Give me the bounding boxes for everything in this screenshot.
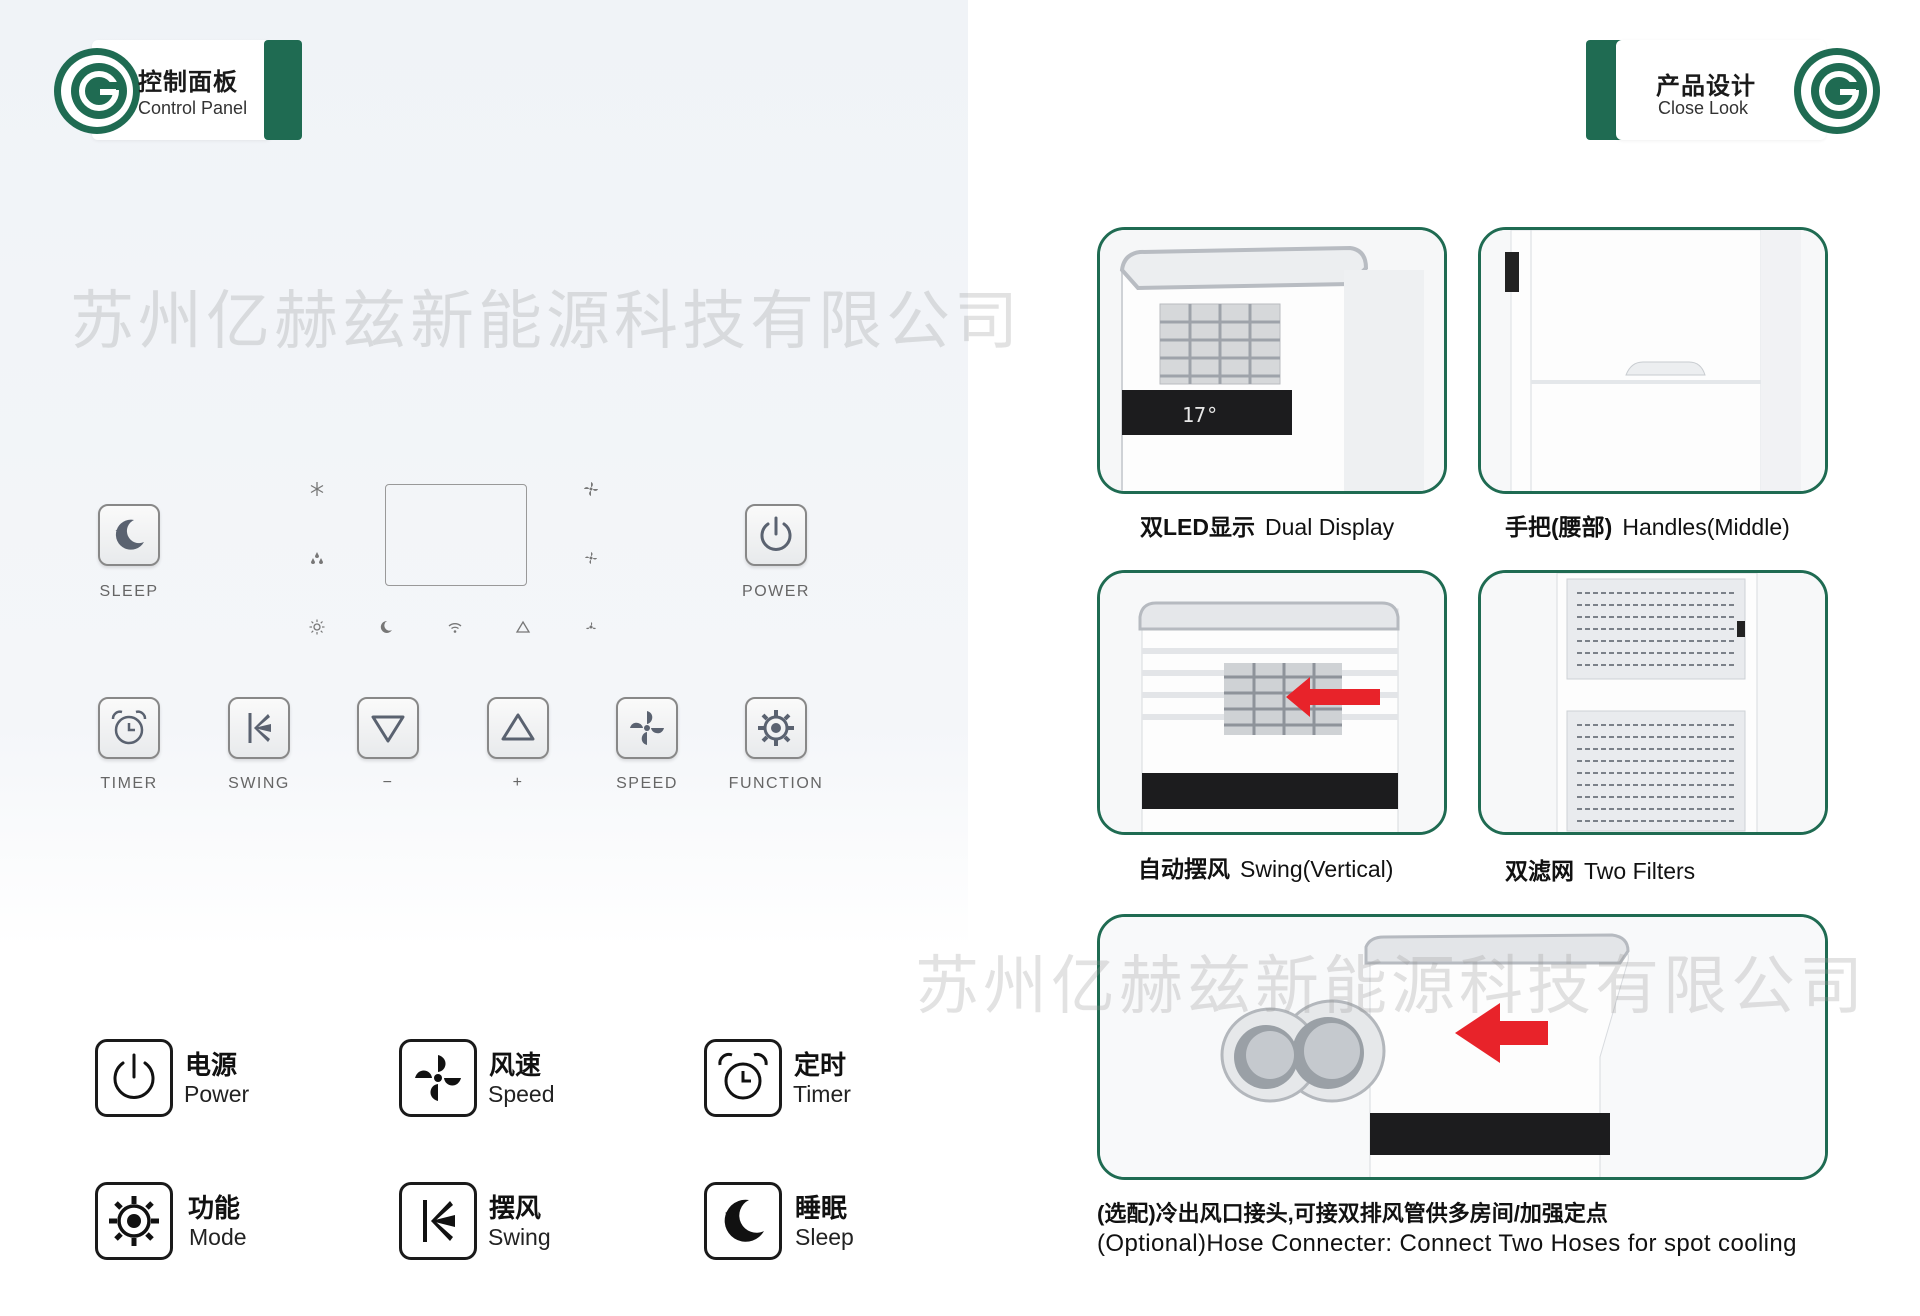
legend-mode-cn: 功能 bbox=[188, 1193, 241, 1223]
hose-connecter-photo bbox=[1097, 914, 1828, 1180]
display-reading: 17° bbox=[1182, 403, 1218, 427]
power-icon bbox=[760, 516, 792, 551]
sleep-label: SLEEP bbox=[99, 583, 159, 600]
swing-photo bbox=[1097, 570, 1447, 835]
led-display-window bbox=[385, 484, 527, 586]
fan-icon bbox=[415, 1055, 461, 1101]
air-conditioner-top-image: 17° bbox=[1100, 230, 1444, 491]
two-filters-en: Two Filters bbox=[1584, 858, 1696, 884]
hose-caption-en: (Optional)Hose Connecter: Connect Two Ho… bbox=[1097, 1230, 1797, 1257]
swing-label: SWING bbox=[228, 775, 290, 792]
fan-icon bbox=[630, 711, 664, 745]
air-conditioner-side-image bbox=[1481, 230, 1825, 491]
dual-display-cn: 双LED显示 bbox=[1140, 514, 1255, 540]
handles-cn: 手把(腰部) bbox=[1505, 514, 1613, 540]
legend-sleep-en: Sleep bbox=[795, 1224, 854, 1250]
legend-power-box bbox=[95, 1039, 173, 1117]
legend-power-cn: 电源 bbox=[185, 1050, 238, 1080]
brand-logo-icon bbox=[1794, 48, 1880, 134]
brand-logo-icon bbox=[54, 48, 140, 134]
triangle-indicator-icon bbox=[515, 619, 531, 635]
plus-label: + bbox=[512, 774, 524, 791]
fan-mid-indicator-icon bbox=[583, 550, 599, 566]
swing-icon bbox=[248, 713, 271, 743]
legend-speed-cn: 风速 bbox=[489, 1050, 542, 1080]
swing-button[interactable] bbox=[228, 697, 290, 759]
legend-swing-en: Swing bbox=[488, 1224, 551, 1250]
two-filters-cn: 双滤网 bbox=[1505, 858, 1574, 884]
dehumidify-indicator-icon bbox=[309, 550, 325, 566]
moon-indicator-icon bbox=[378, 619, 394, 635]
left-background bbox=[0, 0, 968, 1316]
gear-icon bbox=[109, 1196, 159, 1246]
power-icon bbox=[113, 1053, 155, 1099]
legend-speed-box bbox=[399, 1039, 477, 1117]
moon-icon bbox=[115, 519, 144, 550]
fan-high-indicator-icon bbox=[583, 481, 599, 497]
moon-icon bbox=[724, 1199, 764, 1242]
legend-sleep-box bbox=[704, 1182, 782, 1260]
legend-timer-box bbox=[704, 1039, 782, 1117]
alarm-clock-icon bbox=[718, 1052, 768, 1100]
two-filters-caption: 双滤网 Two Filters bbox=[1505, 852, 1695, 886]
legend-swing-cn: 摆风 bbox=[489, 1193, 542, 1223]
wifi-indicator-icon bbox=[447, 619, 463, 635]
legend-sleep-cn: 睡眠 bbox=[795, 1193, 848, 1223]
function-label: FUNCTION bbox=[728, 775, 824, 792]
fan-low-indicator-icon bbox=[583, 619, 599, 635]
power-button[interactable] bbox=[745, 504, 807, 566]
triangle-down-icon bbox=[371, 715, 405, 743]
snowflake-indicator-icon bbox=[309, 481, 325, 497]
alarm-clock-icon bbox=[111, 710, 147, 745]
speed-label: SPEED bbox=[616, 775, 678, 792]
badge-title-cn: 产品设计 bbox=[1656, 73, 1756, 100]
minus-label: − bbox=[382, 774, 394, 791]
minus-button[interactable] bbox=[357, 697, 419, 759]
function-button[interactable] bbox=[745, 697, 807, 759]
badge-accent-bar bbox=[264, 40, 302, 140]
handles-en: Handles(Middle) bbox=[1622, 514, 1790, 540]
badge-title-en: Close Look bbox=[1658, 98, 1749, 118]
handles-caption: 手把(腰部) Handles(Middle) bbox=[1505, 508, 1790, 542]
dual-display-caption: 双LED显示 Dual Display bbox=[1140, 508, 1394, 542]
close-look-badge: 产品设计 Close Look bbox=[1586, 40, 1886, 140]
legend-speed-en: Speed bbox=[488, 1081, 555, 1107]
plus-button[interactable] bbox=[487, 697, 549, 759]
swing-caption: 自动摆风 Swing(Vertical) bbox=[1138, 850, 1393, 884]
gear-icon bbox=[758, 710, 794, 746]
power-label: POWER bbox=[742, 583, 810, 600]
two-filters-photo bbox=[1478, 570, 1828, 835]
dual-display-photo: 17° bbox=[1097, 227, 1447, 494]
air-conditioner-swing-image bbox=[1100, 573, 1444, 832]
badge-title-cn: 控制面板 bbox=[138, 69, 238, 96]
air-conditioner-back-image bbox=[1481, 573, 1825, 832]
timer-label: TIMER bbox=[100, 775, 158, 792]
legend-timer-cn: 定时 bbox=[794, 1050, 847, 1080]
legend-mode-en: Mode bbox=[189, 1224, 247, 1250]
control-panel-badge: 控制面板 Control Panel bbox=[52, 40, 302, 140]
air-conditioner-hose-image bbox=[1100, 917, 1825, 1177]
legend-mode-box bbox=[95, 1182, 173, 1260]
handles-photo bbox=[1478, 227, 1828, 494]
swing-en: Swing(Vertical) bbox=[1240, 856, 1394, 882]
legend-timer-en: Timer bbox=[793, 1081, 851, 1107]
dual-display-en: Dual Display bbox=[1265, 514, 1395, 540]
speed-button[interactable] bbox=[616, 697, 678, 759]
triangle-up-icon bbox=[501, 713, 535, 741]
legend-swing-box bbox=[399, 1182, 477, 1260]
legend-power-en: Power bbox=[184, 1081, 250, 1107]
hose-caption-cn: (选配)冷出风口接头,可接双排风管供多房间/加强定点 bbox=[1097, 1201, 1608, 1226]
badge-title-en: Control Panel bbox=[138, 98, 248, 118]
sleep-button[interactable] bbox=[98, 504, 160, 566]
badge-panel bbox=[1616, 40, 1826, 140]
timer-button[interactable] bbox=[98, 697, 160, 759]
swing-icon bbox=[423, 1200, 455, 1242]
swing-cn: 自动摆风 bbox=[1138, 856, 1230, 882]
sun-indicator-icon bbox=[309, 619, 325, 635]
